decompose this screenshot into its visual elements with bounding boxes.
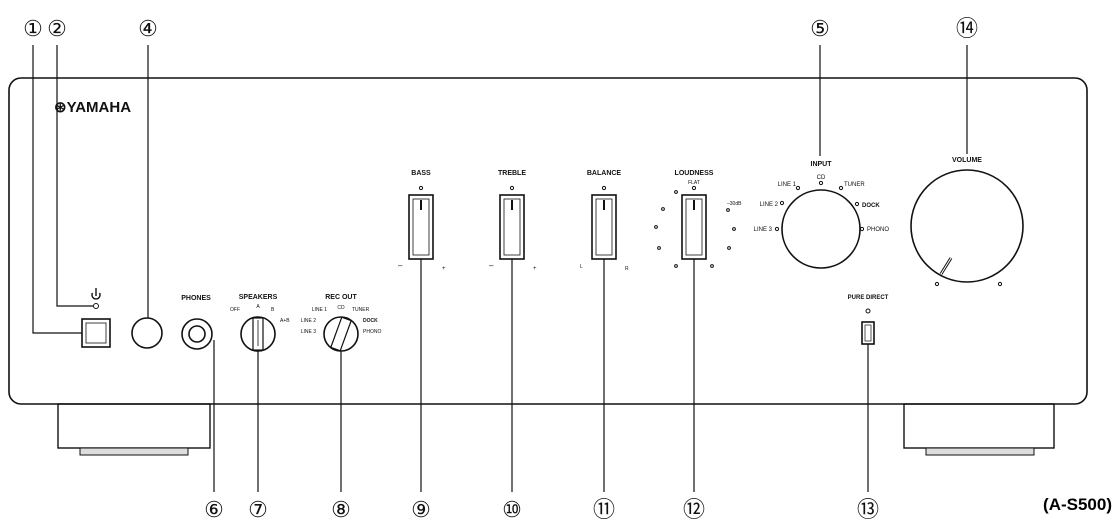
- callout-5: ⑤: [810, 16, 830, 41]
- power-indicator: [91, 288, 101, 309]
- balance-label: BALANCE: [587, 170, 622, 177]
- callout-13: ⑬: [857, 497, 879, 522]
- rec-out-pos-dock: DOCK: [363, 318, 378, 324]
- pure-direct-label: PURE DIRECT: [848, 295, 889, 301]
- input-pos-line2: LINE 2: [760, 202, 779, 208]
- callout-2: ②: [47, 16, 67, 41]
- model-label: (A-S500): [1043, 495, 1112, 514]
- loudness-label: LOUDNESS: [675, 170, 714, 177]
- callout-9: ⑨: [411, 497, 431, 522]
- speakers-label: SPEAKERS: [239, 294, 278, 301]
- rec-out-pos-line1: LINE 1: [312, 307, 328, 313]
- callout-numbers: ① ② ④ ⑤ ⑭ ⑥ ⑦ ⑧ ⑨ ⑩ ⑪ ⑫ ⑬: [23, 16, 978, 522]
- callout-7: ⑦: [248, 497, 268, 522]
- chassis-outline: [8, 77, 1088, 405]
- speakers-knob[interactable]: [240, 316, 276, 352]
- callout-6: ⑥: [204, 497, 224, 522]
- power-icon: [91, 288, 101, 300]
- volume-label: VOLUME: [952, 157, 982, 164]
- remote-sensor: [131, 317, 163, 349]
- right-foot: [903, 403, 1055, 456]
- input-pos-line3: LINE 3: [754, 227, 773, 233]
- loudness-30db: –30dB: [727, 201, 742, 207]
- rec-out-pos-tuner: TUNER: [352, 307, 370, 313]
- callout-14: ⑭: [956, 16, 978, 41]
- speakers-pos-ab: A+B: [280, 318, 290, 324]
- callout-10: ⑩: [502, 497, 522, 522]
- treble-label: TREBLE: [498, 170, 526, 177]
- callout-12: ⑫: [683, 497, 705, 522]
- loudness-knob[interactable]: [654, 185, 736, 268]
- rec-out-pos-cd: CD: [337, 305, 345, 311]
- pure-direct-indicator: [865, 308, 871, 314]
- input-selector-knob[interactable]: [774, 180, 865, 269]
- bass-minus: –: [398, 261, 403, 270]
- treble-minus: –: [489, 261, 494, 270]
- speakers-pos-off: OFF: [230, 307, 240, 313]
- bass-knob[interactable]: [408, 185, 434, 260]
- callout-1: ①: [23, 16, 43, 41]
- treble-plus: +: [533, 266, 537, 272]
- callout-4: ④: [138, 16, 158, 41]
- balance-right: R: [625, 266, 629, 272]
- rec-out-pos-line2: LINE 2: [301, 318, 317, 324]
- balance-knob[interactable]: [591, 185, 617, 260]
- brand-logo: ⊛YAMAHA: [54, 99, 131, 116]
- bass-label: BASS: [411, 170, 431, 177]
- volume-knob[interactable]: [910, 169, 1024, 287]
- input-pos-cd: CD: [817, 175, 826, 181]
- callout-11: ⑪: [593, 497, 615, 522]
- rec-out-label: REC OUT: [325, 294, 357, 301]
- rec-out-knob[interactable]: [323, 316, 359, 352]
- balance-left: L: [580, 264, 583, 270]
- input-label: INPUT: [811, 161, 833, 168]
- phones-label: PHONES: [181, 295, 211, 302]
- left-foot: [57, 403, 211, 456]
- treble-knob[interactable]: [499, 185, 525, 260]
- rec-out-pos-line3: LINE 3: [301, 329, 317, 335]
- input-pos-tuner: TUNER: [844, 182, 865, 188]
- loudness-flat: FLAT: [688, 180, 700, 186]
- callout-8: ⑧: [331, 497, 351, 522]
- speakers-pos-a: A: [256, 304, 260, 310]
- phones-jack[interactable]: [181, 318, 213, 350]
- input-pos-phono: PHONO: [867, 227, 889, 233]
- leader-lines: [32, 45, 968, 492]
- input-pos-line1: LINE 1: [778, 182, 797, 188]
- rec-out-pos-phono: PHONO: [363, 329, 381, 335]
- bass-plus: +: [442, 266, 446, 272]
- speakers-pos-b: B: [271, 307, 275, 313]
- pure-direct-button[interactable]: [861, 321, 875, 345]
- input-pos-dock: DOCK: [862, 203, 880, 209]
